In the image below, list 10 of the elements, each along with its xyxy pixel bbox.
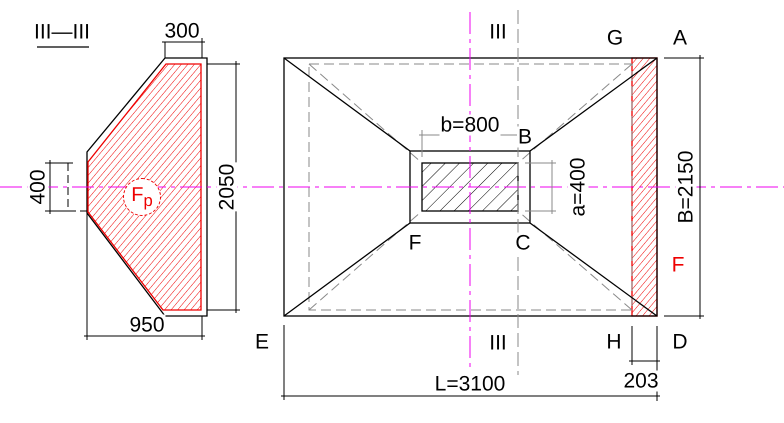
force-label: F$_{p}$: [131, 184, 153, 210]
dimension-text: B=2150: [676, 150, 696, 224]
dimension-text: 300: [163, 20, 201, 42]
dimension-text: 203: [622, 370, 660, 392]
dimension-text: 2050: [216, 162, 238, 212]
dimension-text: a=400: [568, 156, 588, 218]
dimension-text: b=800: [440, 114, 500, 136]
dimension-text: 400: [28, 168, 48, 206]
point-label: C: [514, 232, 532, 254]
point-label: B: [517, 126, 533, 148]
